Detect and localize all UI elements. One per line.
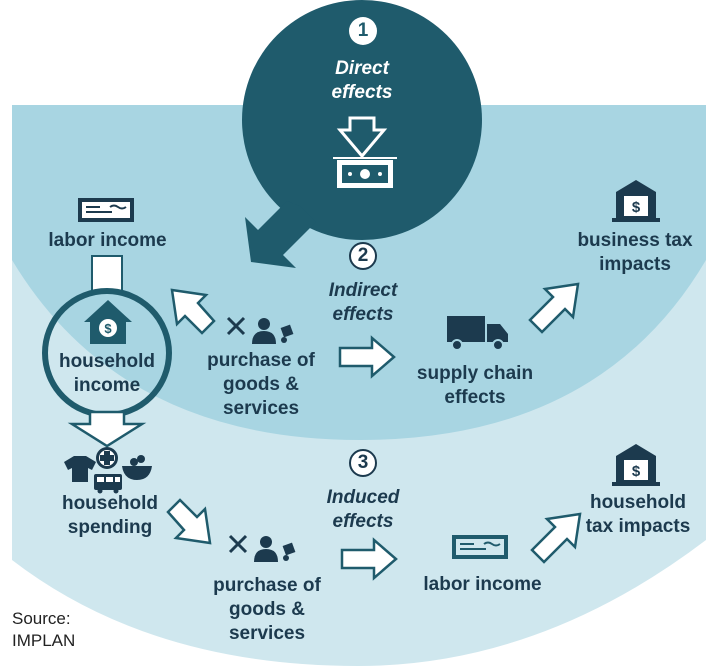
household-spending-line1: household — [61, 493, 159, 514]
direct-title-line1: Direct — [335, 58, 389, 79]
purchase-bottom-line3: services — [228, 623, 306, 644]
household-income-line2: income — [73, 375, 141, 396]
purchase-bottom-line2: goods & — [229, 599, 305, 620]
source-note: Source: IMPLAN — [12, 608, 75, 652]
purchase-top-line1: purchase of — [207, 350, 315, 371]
svg-text:$: $ — [632, 463, 641, 480]
purchase-top-line2: goods & — [223, 374, 299, 395]
induced-title-line2: effects — [332, 511, 394, 532]
purchase-to-household-arrow — [170, 288, 216, 335]
svg-text:$: $ — [104, 321, 112, 336]
labor-income-bottom-label: labor income — [423, 574, 542, 595]
spending-to-purchase-arrow — [166, 498, 212, 545]
stage-2-number: 2 — [357, 245, 369, 266]
check-icon — [78, 198, 134, 222]
indirect-band — [12, 105, 706, 440]
purchase-bottom-label: purchase of goods & services — [202, 574, 332, 646]
direct-effects-title: Direct effects — [312, 57, 412, 105]
purchase-to-labor-arrow — [340, 537, 398, 581]
source-line1: Source: — [12, 609, 71, 628]
income-to-spending-arrow — [67, 410, 147, 448]
source-line2: IMPLAN — [12, 631, 76, 650]
household-tax-line1: household — [589, 492, 687, 513]
stage-3-badge — [349, 449, 377, 477]
household-tax-label: household tax impacts — [570, 491, 706, 539]
household-income-label: household income — [47, 350, 167, 398]
bus-icon — [94, 474, 122, 494]
stage-1-badge — [349, 17, 377, 45]
supply-chain-line1: supply chain — [416, 363, 534, 384]
household-tax-line2: tax impacts — [585, 516, 691, 537]
tools-worker-icon — [226, 316, 294, 344]
bank-icon: $ — [612, 180, 660, 222]
household-spending-label: household spending — [45, 492, 175, 540]
supply-chain-label: supply chain effects — [400, 362, 550, 410]
indirect-title-line2: effects — [332, 304, 394, 325]
supply-chain-line2: effects — [444, 387, 506, 408]
induced-title-line1: Induced — [326, 487, 400, 508]
food-bowl-icon — [122, 455, 152, 480]
business-tax-label: business tax impacts — [560, 229, 706, 277]
direct-title-line2: effects — [331, 82, 393, 103]
stage-1-number: 1 — [357, 20, 369, 41]
purchase-bottom-line1: purchase of — [213, 575, 321, 596]
stage-3-number: 3 — [357, 452, 369, 473]
check-icon — [452, 535, 508, 559]
tools-worker-icon — [228, 534, 296, 562]
purchase-top-line3: services — [222, 398, 300, 419]
svg-text:$: $ — [632, 199, 641, 216]
bank-icon: $ — [612, 444, 660, 486]
direct-to-indirect-arrow — [245, 201, 316, 268]
induced-effects-title: Induced effects — [313, 486, 413, 534]
labor-to-household-connector — [91, 255, 123, 293]
business-tax-line1: business tax — [577, 230, 693, 251]
business-tax-line2: impacts — [599, 254, 671, 275]
indirect-title-line1: Indirect — [328, 280, 398, 301]
money-drop-icon — [333, 116, 397, 188]
household-income-line1: household — [58, 351, 156, 372]
shirt-icon — [64, 456, 96, 482]
house-dollar-icon: $ — [84, 300, 132, 344]
supply-to-business-tax-arrow — [528, 282, 580, 334]
stage-2-badge — [349, 242, 377, 270]
indirect-effects-title: Indirect effects — [313, 279, 413, 327]
truck-icon — [447, 316, 508, 351]
labor-to-household-tax-arrow — [530, 512, 582, 564]
household-spending-line2: spending — [67, 517, 153, 538]
labor-income-top-label: labor income — [48, 230, 167, 251]
medical-cross-icon — [96, 447, 118, 469]
purchase-top-label: purchase of goods & services — [196, 349, 326, 421]
purchase-to-supply-arrow — [338, 335, 396, 379]
